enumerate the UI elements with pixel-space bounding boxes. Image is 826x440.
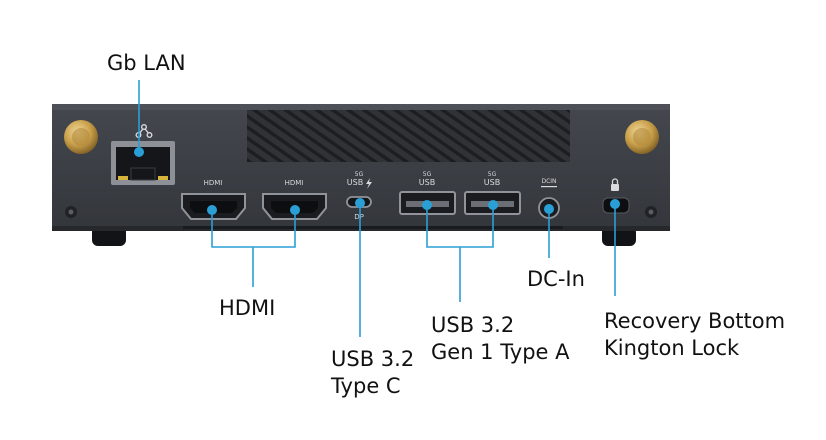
lightning-icon (366, 178, 372, 189)
callout-recovery-line1: Recovery Bottom (604, 309, 786, 333)
callout-gb-lan: Gb LAN (107, 50, 186, 77)
callout-usb-c: USB 3.2 Type C (331, 346, 414, 400)
dcin-marking: DCIN (541, 178, 556, 185)
callout-usb-a: USB 3.2 Gen 1 Type A (431, 312, 570, 366)
callout-dc-in: DC-In (527, 266, 585, 293)
thumbscrew-left (64, 120, 98, 154)
hdmi-right-marking: HDMI (285, 179, 304, 187)
usbc-marking: USB (347, 178, 363, 187)
lan-port (111, 123, 175, 185)
vent-grille (247, 110, 570, 162)
callout-hdmi-text: HDMI (219, 296, 276, 320)
lock-icon (611, 178, 619, 191)
callout-usb-a-line2: Gen 1 Type A (431, 340, 570, 364)
usbc-speed-marking: 5G (355, 171, 364, 178)
usba-left-speed: 5G (423, 171, 432, 178)
callout-usb-c-line1: USB 3.2 (331, 347, 415, 371)
callout-dc-in-text: DC-In (527, 267, 585, 291)
callout-hdmi: HDMI (219, 295, 275, 322)
usba-right-speed: 5G (488, 171, 497, 178)
screws (65, 206, 657, 218)
thumbscrew-right (625, 120, 659, 154)
hdmi-left-marking: HDMI (204, 179, 223, 187)
usba-left-marking: USB (419, 178, 435, 187)
usbc-dp-marking: DP (354, 213, 364, 221)
callout-recovery-line2: Kington Lock (604, 336, 740, 360)
callout-usb-c-line2: Type C (331, 374, 401, 398)
usba-right-marking: USB (484, 178, 500, 187)
callout-gb-lan-text: Gb LAN (107, 51, 186, 75)
callout-usb-a-line1: USB 3.2 (431, 313, 515, 337)
callout-recovery-lock: Recovery Bottom Kington Lock (604, 308, 785, 362)
leader-lines (134, 80, 620, 337)
